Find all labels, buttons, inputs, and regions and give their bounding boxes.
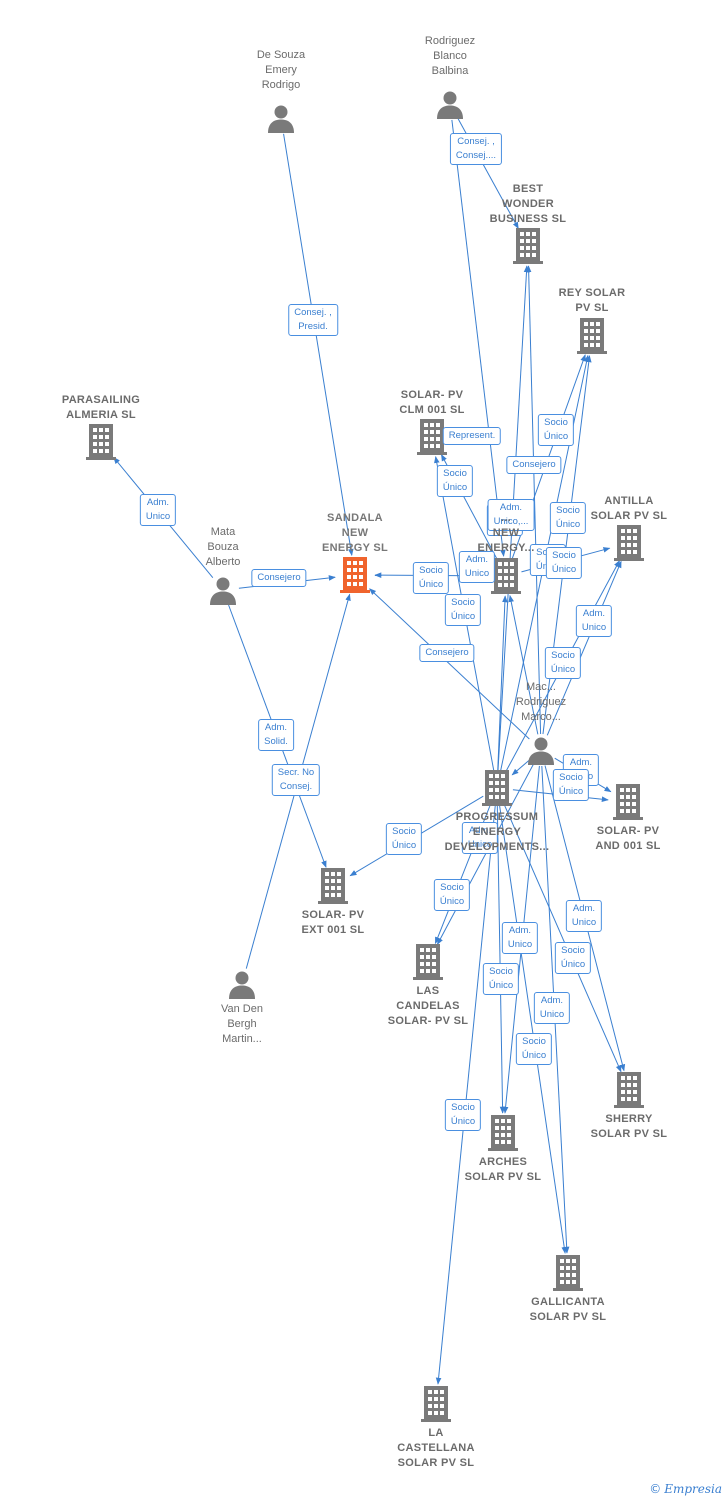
edge-label-mac-to-hidden_energy[interactable]: Adm. Unico — [458, 551, 496, 583]
building-icon-arches[interactable] — [488, 1115, 518, 1151]
edge-label-hidden_energy-to-antilla[interactable]: Socio Único — [545, 547, 583, 579]
edge-label-hidden_energy-to-clm001[interactable]: Represent. — [442, 427, 502, 445]
edge-label-mac-to-sherry[interactable]: Adm. Unico — [565, 900, 603, 932]
edge-label-mata-to-ext001[interactable]: Adm. Solid. — [258, 719, 294, 751]
copyright-symbol: © — [649, 1482, 662, 1496]
edge-rodriguez_bb-to-hidden_energy — [451, 119, 506, 557]
edge-mac-to-best_wonder — [525, 265, 542, 735]
edge-label-mac-to-arches[interactable]: Adm. Unico — [501, 922, 539, 954]
edge-label-progressum-to-and001[interactable]: Socio Único — [552, 769, 590, 801]
edge-label-mac-to-antilla[interactable]: Adm. Unico — [575, 605, 613, 637]
edge-label-mac-to-sandala[interactable]: Consejero — [419, 644, 475, 662]
building-icon-progressum[interactable] — [482, 770, 512, 806]
node-label-candelas[interactable]: LAS CANDELAS SOLAR- PV SL — [387, 985, 469, 1027]
node-label-sandala[interactable]: SANDALA NEW ENERGY SL — [321, 512, 389, 554]
edge-label-mac-to-candelas[interactable]: Adm. Unico — [461, 822, 499, 854]
edge-label-progressum-to-gallicanta[interactable]: Socio Único — [515, 1033, 553, 1065]
node-label-ext001[interactable]: SOLAR- PV EXT 001 SL — [301, 909, 365, 936]
node-label-castellana[interactable]: LA CASTELLANA SOLAR PV SL — [397, 1427, 475, 1469]
empresia-credit[interactable]: ©Empresia — [649, 1482, 722, 1496]
edge-label-progressum-to-candelas[interactable]: Socio Único — [433, 879, 471, 911]
edge-mac-to-candelas — [436, 763, 534, 945]
node-label-rodriguez_bb[interactable]: Rodriguez Blanco Balbina — [424, 35, 476, 77]
building-icon-and001[interactable] — [613, 784, 643, 820]
building-icon-castellana[interactable] — [421, 1386, 451, 1422]
building-icon-highlighted-sandala[interactable] — [340, 557, 370, 593]
node-label-vanden[interactable]: Van Den Bergh Martin... — [221, 1003, 263, 1045]
building-icon-sherry[interactable] — [614, 1072, 644, 1108]
edge-progressum-to-arches — [496, 803, 506, 1114]
building-icon-parasailing[interactable] — [86, 424, 116, 460]
building-icon-antilla[interactable] — [614, 525, 644, 561]
edge-label-progressum-to-clm001[interactable]: Socio Único — [436, 465, 474, 497]
node-label-sherry[interactable]: SHERRY SOLAR PV SL — [590, 1113, 668, 1140]
edge-desouza-to-sandala — [283, 133, 354, 556]
edge-label-progressum-to-sherry[interactable]: Socio Único — [554, 942, 592, 974]
edge-progressum-to-castellana — [435, 803, 496, 1385]
node-label-rey_solar[interactable]: REY SOLAR PV SL — [558, 287, 626, 314]
node-label-gallicanta[interactable]: GALLICANTA SOLAR PV SL — [529, 1296, 607, 1323]
person-icon-rodriguez_bb[interactable] — [437, 91, 463, 120]
edge-label-mac-to-rey_solar[interactable]: Socio Único — [537, 414, 575, 446]
edge-label-mata-to-sandala[interactable]: Consejero — [251, 569, 307, 587]
building-icon-gallicanta[interactable] — [553, 1255, 583, 1291]
building-icon-hidden_energy[interactable] — [491, 558, 521, 594]
edge-label-vanden-to-sandala[interactable]: Secr. No Consej. — [271, 764, 321, 796]
person-icon-mata[interactable] — [210, 577, 236, 606]
building-icon-candelas[interactable] — [413, 944, 443, 980]
edge-progressum-to-sherry — [502, 802, 622, 1073]
edge-label-mac-to-gallicanta[interactable]: Adm. Unico — [533, 992, 571, 1024]
edge-label-progressum-to-best_wonder[interactable]: Adm. Unico,... — [487, 499, 535, 531]
node-label-mata[interactable]: Mata Bouza Alberto — [205, 526, 241, 568]
edge-label-progressum-to-hidden_energy[interactable]: Socio Único — [444, 594, 482, 626]
node-label-clm001[interactable]: SOLAR- PV CLM 001 SL — [399, 389, 465, 416]
edge-label-progressum-to-rey_solar[interactable]: Socio Único — [544, 647, 582, 679]
building-icon-ext001[interactable] — [318, 868, 348, 904]
building-icon-best_wonder[interactable] — [513, 228, 543, 264]
node-label-hidden_energy[interactable]: ... NEW ENERGY... — [477, 512, 535, 554]
edge-mac-to-hidden_energy — [508, 594, 539, 735]
node-label-antilla[interactable]: ANTILLA SOLAR PV SL — [590, 495, 668, 522]
node-label-arches[interactable]: ARCHES SOLAR PV SL — [464, 1156, 542, 1183]
node-label-best_wonder[interactable]: BEST WONDER BUSINESS SL — [489, 183, 567, 225]
node-label-and001[interactable]: SOLAR- PV AND 001 SL — [595, 825, 661, 852]
node-label-progressum[interactable]: PROGRESSUM ENERGY DEVELOPMENTS... — [444, 811, 550, 853]
edge-label-mac-to-best_wonder[interactable]: Consejero — [506, 456, 562, 474]
edge-label-progressum-to-castellana[interactable]: Socio Único — [444, 1099, 482, 1131]
edge-label-desouza-to-sandala[interactable]: Consej. , Presid. — [288, 304, 338, 336]
edge-label-hidden_energy-to-sandala[interactable]: Socio Único — [412, 562, 450, 594]
node-label-parasailing[interactable]: PARASAILING ALMERIA SL — [61, 394, 141, 421]
node-label-mac[interactable]: Mac... Rodriguez Marco... — [515, 681, 567, 723]
person-icon-desouza[interactable] — [268, 105, 294, 134]
person-icon-mac[interactable] — [528, 737, 554, 766]
edge-progressum-to-gallicanta — [498, 803, 567, 1254]
edge-label-rodriguez_bb-to-best_wonder[interactable]: Consej. , Consej.... — [449, 133, 503, 165]
edge-label-progressum-to-antilla[interactable]: Socio Único — [549, 502, 587, 534]
edge-mac-to-sandala — [369, 588, 530, 740]
building-icon-rey_solar[interactable] — [577, 318, 607, 354]
edge-progressum-to-hidden_energy — [497, 595, 508, 773]
edge-mac-to-antilla — [546, 560, 622, 736]
edge-label-progressum-to-ext001[interactable]: Socio Único — [385, 823, 423, 855]
edge-label-mata-to-parasailing[interactable]: Adm. Unico — [139, 494, 177, 526]
person-icon-vanden[interactable] — [229, 971, 255, 1000]
empresia-logo-text: Empresia — [664, 1482, 722, 1496]
edge-mac-to-progressum — [511, 760, 530, 776]
edge-label-progressum-to-arches[interactable]: Socio Único — [482, 963, 520, 995]
node-label-desouza[interactable]: De Souza Emery Rodrigo — [256, 49, 306, 91]
